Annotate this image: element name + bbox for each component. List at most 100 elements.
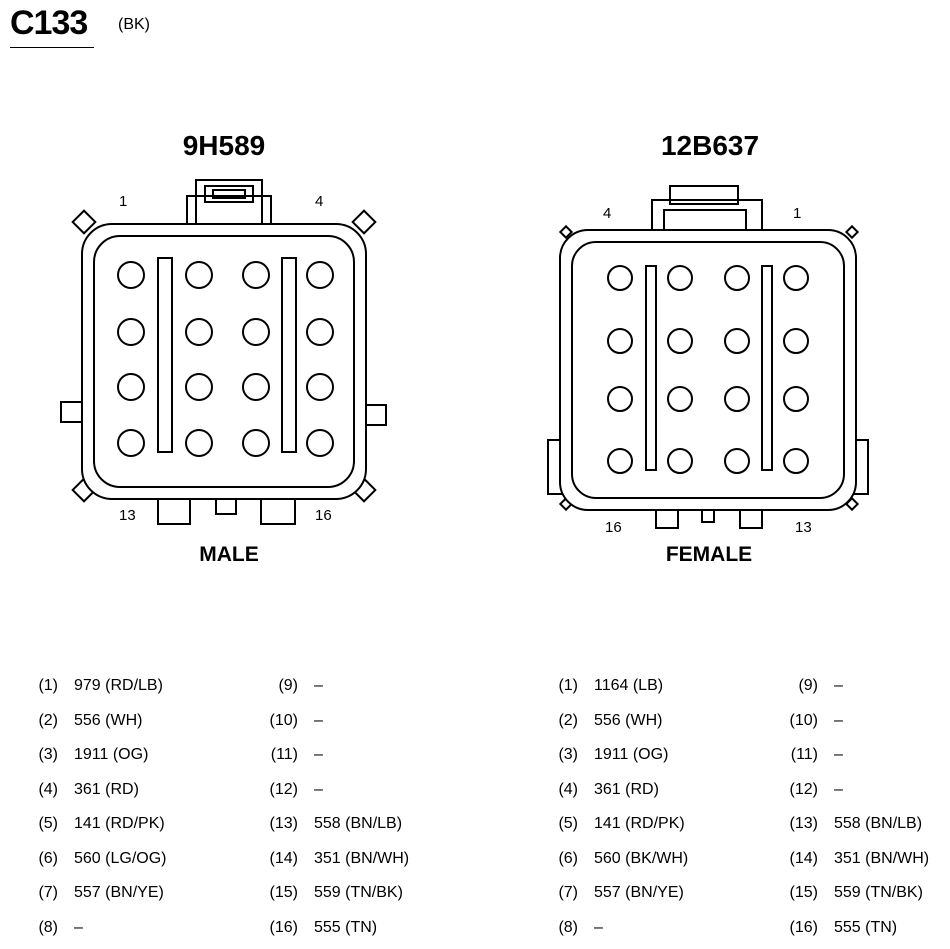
male-pin-number: (9) <box>278 677 298 694</box>
male-pin-number: (4) <box>38 780 58 798</box>
male-corner-top-left: 1 <box>119 193 127 210</box>
female-pin-number: (5) <box>558 815 578 832</box>
male-body-inner <box>93 235 355 488</box>
male-pin-circuit: 560 (LG/OG) <box>74 849 167 867</box>
male-label: MALE <box>199 543 259 566</box>
male-pin-circuit: 558 (BN/LB) <box>314 815 403 832</box>
male-pin-circuit: 559 (TN/BK) <box>314 884 403 901</box>
female-nub-top-left <box>558 224 574 240</box>
male-pin-number: (6) <box>38 849 58 867</box>
female-pin-circuit: 1911 (OG) <box>594 746 669 763</box>
male-part-number: 9H589 <box>183 130 266 161</box>
female-pin-number: (16) <box>789 918 818 936</box>
female-pin-number: (11) <box>790 746 818 763</box>
male-pin-circuit: 361 (RD) <box>74 780 139 798</box>
connector-diagram: 9H589 MALE 1 4 13 16 12B637 FEMALE 4 1 1… <box>60 130 869 566</box>
male-pin-circuit: – <box>314 677 323 694</box>
female-rib-left <box>645 265 657 471</box>
female-body-outer <box>559 229 857 511</box>
male-pin-number: (16) <box>269 918 298 936</box>
female-pin-number: (10) <box>789 711 818 729</box>
female-pin-circuit: 558 (BN/LB) <box>834 815 923 832</box>
male-pin-number: (11) <box>270 746 298 763</box>
male-pin-circuit: 556 (WH) <box>74 711 143 729</box>
female-pin-circuit: 555 (TN) <box>834 918 898 936</box>
female-pin-circuit: 560 (BK/WH) <box>594 849 689 867</box>
female-pin-circuit: 351 (BN/WH) <box>834 849 930 867</box>
male-ear-top-right <box>351 209 377 235</box>
male-ear-top-left <box>71 209 97 235</box>
male-pin-circuit: 351 (BN/WH) <box>314 849 410 867</box>
female-corner-bottom-right: 13 <box>795 519 812 536</box>
male-pin-number: (2) <box>38 711 58 729</box>
male-latch-window <box>204 185 254 203</box>
female-pin-circuit: 559 (TN/BK) <box>834 884 923 901</box>
male-pin-circuit: 555 (TN) <box>314 918 378 936</box>
female-latch-cap <box>669 185 739 205</box>
female-pin-circuit: 1164 (LB) <box>594 677 664 694</box>
female-pin-number: (15) <box>789 884 818 901</box>
male-pin-circuit: – <box>74 918 83 936</box>
female-corner-top-right: 1 <box>793 205 801 222</box>
male-pin-circuit: – <box>314 711 323 729</box>
male-connector-drawing <box>60 179 387 525</box>
female-pin-circuit: 361 (RD) <box>594 780 659 798</box>
male-body-outer <box>81 223 367 500</box>
female-pin-circuit: – <box>594 918 603 936</box>
male-pin-number: (7) <box>38 884 58 901</box>
female-pin-number: (9) <box>798 677 818 694</box>
female-pin-number: (12) <box>789 780 818 798</box>
male-pin-number: (3) <box>38 746 58 763</box>
male-latch-slot <box>212 189 246 199</box>
female-pin-circuit: – <box>834 780 843 798</box>
male-pin-circuit: 979 (RD/LB) <box>74 677 163 694</box>
female-body-inner <box>571 241 845 499</box>
title-underline <box>10 47 94 48</box>
female-pin-number: (6) <box>558 849 578 867</box>
female-nub-top-right <box>844 224 860 240</box>
male-latch-outer <box>186 195 272 227</box>
female-pin-circuit: – <box>834 711 843 729</box>
male-pin-circuit: – <box>314 746 323 763</box>
male-side-tab-left <box>60 401 84 423</box>
female-connector-drawing <box>547 185 869 529</box>
female-pin-number: (2) <box>558 711 578 729</box>
male-pin-number: (10) <box>269 711 298 729</box>
female-rib-right <box>761 265 773 471</box>
male-pin-circuit: 1911 (OG) <box>74 746 149 763</box>
male-pin-circuit: – <box>314 780 323 798</box>
male-pin-number: (14) <box>269 849 298 867</box>
male-rib-right <box>281 257 297 453</box>
male-pin-number: (8) <box>38 918 58 936</box>
female-pin-circuit: – <box>834 746 843 763</box>
male-side-tab-right <box>363 404 387 426</box>
female-pin-circuit: 141 (RD/PK) <box>594 815 685 832</box>
female-corner-top-left: 4 <box>603 205 611 222</box>
male-pin-number: (13) <box>269 815 298 832</box>
female-pin-number: (3) <box>558 746 578 763</box>
male-pin-number: (15) <box>269 884 298 901</box>
male-corner-top-right: 4 <box>315 193 323 210</box>
male-corner-bottom-left: 13 <box>119 507 136 524</box>
female-label: FEMALE <box>666 543 752 566</box>
female-corner-bottom-left: 16 <box>605 519 622 536</box>
male-rib-left <box>157 257 173 453</box>
female-pin-number: (8) <box>558 918 578 936</box>
female-pin-number: (14) <box>789 849 818 867</box>
female-pin-circuit: 557 (BN/YE) <box>594 884 684 901</box>
male-pin-number: (12) <box>269 780 298 798</box>
female-pin-number: (1) <box>558 677 578 694</box>
male-pin-circuit: 557 (BN/YE) <box>74 884 164 901</box>
male-pin-number: (5) <box>38 815 58 832</box>
male-pin-cavities <box>117 261 334 457</box>
connector-id: C133 <box>10 4 88 42</box>
female-pin-number: (7) <box>558 884 578 901</box>
connector-color: (BK) <box>118 16 150 33</box>
female-pin-number: (13) <box>789 815 818 832</box>
female-part-number: 12B637 <box>661 130 759 161</box>
male-corner-bottom-right: 16 <box>315 507 332 524</box>
male-pin-number: (1) <box>38 677 58 694</box>
female-pin-circuit: 556 (WH) <box>594 711 663 729</box>
female-pin-number: (4) <box>558 780 578 798</box>
female-pin-cavities <box>607 265 809 474</box>
